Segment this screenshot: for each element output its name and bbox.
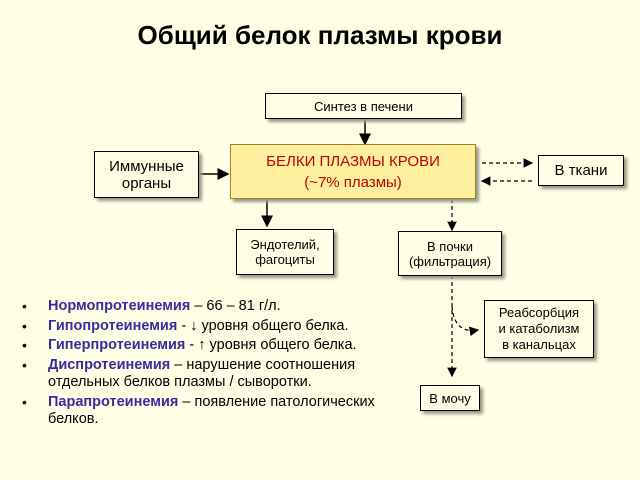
proteinemia-list: • Нормопротеинемия – 66 – 81 г/л. • Гипо… xyxy=(20,298,420,431)
reabsorption-label-line1: Реабсорбция xyxy=(498,305,580,320)
plasma-proteins-percent: (~7% плазмы) xyxy=(304,173,402,191)
bullet-term: Нормопротеинемия xyxy=(48,298,191,314)
bullet-marker: • xyxy=(22,298,27,314)
bullet-marker: • xyxy=(22,317,27,334)
synthesis-box: Синтез в печени xyxy=(265,93,462,119)
plasma-proteins-title: БЕЛКИ ПЛАЗМЫ КРОВИ xyxy=(266,152,440,170)
immune-organs-box: Иммунные органы xyxy=(94,151,199,198)
endothelium-label-line1: Эндотелий, xyxy=(250,237,320,252)
list-item: • Парапротеинемия – появление патологиче… xyxy=(20,394,420,429)
reabsorption-label-line2: и катаболизм xyxy=(498,321,580,336)
bullet-text: - ↑ уровня общего белка. xyxy=(185,337,357,353)
bullet-term: Парапротеинемия xyxy=(48,393,179,410)
list-item: • Гипопротеинемия - ↓ уровня общего белк… xyxy=(20,318,420,336)
list-item: • Диспротеинемия – нарушение соотношения… xyxy=(20,357,420,392)
kidneys-label-line2: (фильтрация) xyxy=(408,253,492,269)
endothelium-label-line2: фагоциты xyxy=(255,252,315,267)
arrow-to-reabsorption xyxy=(451,305,480,337)
bullet-term: Гипопротеинемия xyxy=(48,317,178,334)
plasma-proteins-box: БЕЛКИ ПЛАЗМЫ КРОВИ (~7% плазмы) xyxy=(230,144,476,199)
bullet-marker: • xyxy=(22,356,27,373)
bullet-text: – 66 – 81 г/л. xyxy=(190,298,281,314)
bullet-term: Диспротеинемия xyxy=(48,356,171,373)
immune-label-line1: Иммунные xyxy=(109,157,184,175)
bullet-term: Гиперпротеинемия xyxy=(48,337,186,353)
kidneys-label-line1: В почки xyxy=(427,238,473,254)
bullet-text: - ↓ уровня общего белка. xyxy=(177,317,349,334)
list-item: • Гиперпротеинемия - ↑ уровня общего бел… xyxy=(20,337,420,355)
kidneys-box: В почки (фильтрация) xyxy=(398,231,502,276)
bullet-marker: • xyxy=(22,393,27,410)
urine-label: В мочу xyxy=(429,390,471,406)
tissues-label: В ткани xyxy=(554,162,608,179)
endothelium-box: Эндотелий, фагоциты xyxy=(236,229,334,275)
bullet-marker: • xyxy=(22,337,27,353)
reabsorption-box: Реабсорбция и катаболизм в канальцах xyxy=(484,300,594,358)
page-title: Общий белок плазмы крови xyxy=(137,20,503,50)
bullet-text: – появление патологических белков. xyxy=(48,393,375,428)
bullet-text: – нарушение соотношения отдельных белков… xyxy=(48,356,356,391)
immune-label-line2: органы xyxy=(121,174,172,192)
list-item: • Нормопротеинемия – 66 – 81 г/л. xyxy=(20,298,420,316)
tissues-box: В ткани xyxy=(538,155,624,186)
synthesis-label: Синтез в печени xyxy=(314,98,413,114)
urine-box: В мочу xyxy=(420,385,480,411)
reabsorption-label-line3: в канальцах xyxy=(502,337,576,352)
